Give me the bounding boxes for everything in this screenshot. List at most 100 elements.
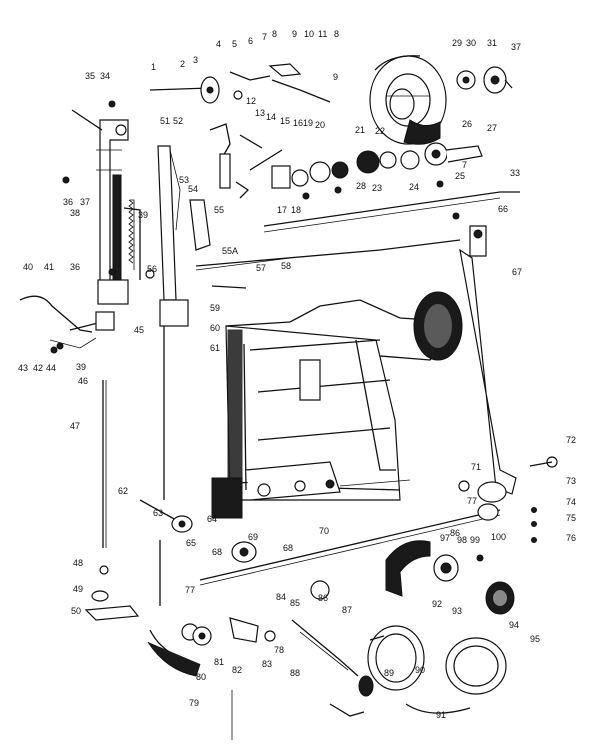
part-number-label: 81: [214, 657, 224, 667]
part-number-label: 9: [292, 29, 297, 39]
part-number-label: 77: [185, 585, 195, 595]
part-number-label: 73: [566, 476, 576, 486]
part-number-label: 62: [118, 486, 128, 496]
part-number-label: 60: [210, 323, 220, 333]
part-number-label: 36: [63, 197, 73, 207]
part-number-label: 43: [18, 363, 28, 373]
part-number-label: 17: [277, 205, 287, 215]
part-number-label: 16: [293, 118, 303, 128]
part-number-label: 14: [266, 112, 276, 122]
part-number-label: 42: [33, 363, 43, 373]
part-number-label: 6: [248, 36, 253, 46]
part-number-label: 68: [283, 543, 293, 553]
part-number-label: 97: [440, 533, 450, 543]
part-number-label: 24: [409, 182, 419, 192]
handwheel: [369, 55, 447, 145]
part-number-label: 99: [470, 535, 480, 545]
part-number-label: 7: [262, 32, 267, 42]
part-number-label: 45: [134, 325, 144, 335]
part-number-label: 3: [193, 55, 198, 65]
part-number-label: 75: [566, 513, 576, 523]
presser-lifter-lever: [19, 295, 115, 350]
crank-link: [139, 499, 193, 606]
part-number-label: 2: [180, 59, 185, 69]
part-number-label: 100: [491, 532, 506, 542]
part-number-label: 19: [303, 118, 313, 128]
part-number-label: 65: [186, 538, 196, 548]
machine-body: [211, 299, 453, 519]
part-number-label: 38: [70, 208, 80, 218]
body-pulley: [413, 291, 463, 361]
part-number-label: 92: [432, 599, 442, 609]
part-number-label: 8: [272, 29, 277, 39]
part-number-label: 4: [216, 39, 221, 49]
part-number-label: 84: [276, 592, 286, 602]
part-number-label: 72: [566, 435, 576, 445]
feed-parts: [84, 565, 276, 740]
part-number-label: 83: [262, 659, 272, 669]
part-number-label: 28: [356, 181, 366, 191]
part-number-label: 51: [160, 116, 170, 126]
part-number-label: 86: [318, 593, 328, 603]
part-number-label: 77: [467, 496, 477, 506]
part-number-label: 48: [73, 558, 83, 568]
part-number-label: 64: [207, 514, 217, 524]
part-number-label: 98: [457, 535, 467, 545]
part-number-label: 66: [498, 204, 508, 214]
part-number-label: 12: [246, 96, 256, 106]
part-number-label: 82: [232, 665, 242, 675]
part-number-label: 30: [466, 38, 476, 48]
part-number-label: 25: [455, 171, 465, 181]
bobbin-winder-parts: [291, 580, 374, 717]
part-number-label: 87: [342, 605, 352, 615]
part-number-label: 39: [138, 210, 148, 220]
needle-bar: [102, 380, 107, 548]
cam-assembly: [249, 142, 483, 189]
part-number-label: 29: [452, 38, 462, 48]
part-number-label: 95: [530, 634, 540, 644]
arm-shaft: [263, 191, 520, 233]
part-number-label: 27: [487, 123, 497, 133]
part-number-label: 23: [372, 183, 382, 193]
part-number-label: 35: [85, 71, 95, 81]
part-number-label: 26: [462, 119, 472, 129]
part-number-label: 88: [290, 668, 300, 678]
part-number-label: 41: [44, 262, 54, 272]
washer: [456, 70, 476, 90]
part-number-label: 9: [333, 72, 338, 82]
part-number-label: 57: [256, 263, 266, 273]
part-number-label: 89: [384, 668, 394, 678]
part-number-label: 21: [355, 125, 365, 135]
part-number-label: 40: [23, 262, 33, 272]
presser-bar: [157, 145, 211, 500]
part-number-label: 33: [510, 168, 520, 178]
thread-guide-assembly: [209, 123, 263, 199]
part-number-label: 74: [566, 497, 576, 507]
part-number-label: 52: [173, 116, 183, 126]
hook-assembly: [367, 540, 515, 714]
part-number-label: 76: [566, 533, 576, 543]
top-linkage: [149, 63, 331, 104]
part-number-label: 63: [153, 508, 163, 518]
part-number-label: 47: [70, 421, 80, 431]
part-number-label: 22: [375, 126, 385, 136]
needle-bar-spring: [128, 199, 134, 264]
part-number-label: 68: [212, 547, 222, 557]
part-number-label: 39: [76, 362, 86, 372]
part-number-label: 50: [71, 606, 81, 616]
part-number-label: 91: [436, 710, 446, 720]
part-number-label: 15: [280, 116, 290, 126]
part-number-label: 71: [471, 462, 481, 472]
part-number-label: 58: [281, 261, 291, 271]
part-number-label: 20: [315, 120, 325, 130]
screws: [50, 100, 558, 543]
connecting-rod: [195, 257, 291, 271]
part-number-label: 59: [210, 303, 220, 313]
part-number-label: 67: [512, 267, 522, 277]
part-number-label: 78: [274, 645, 284, 655]
part-number-label: 56: [147, 264, 157, 274]
part-number-label: 54: [188, 184, 198, 194]
part-number-label: 11: [318, 29, 327, 39]
